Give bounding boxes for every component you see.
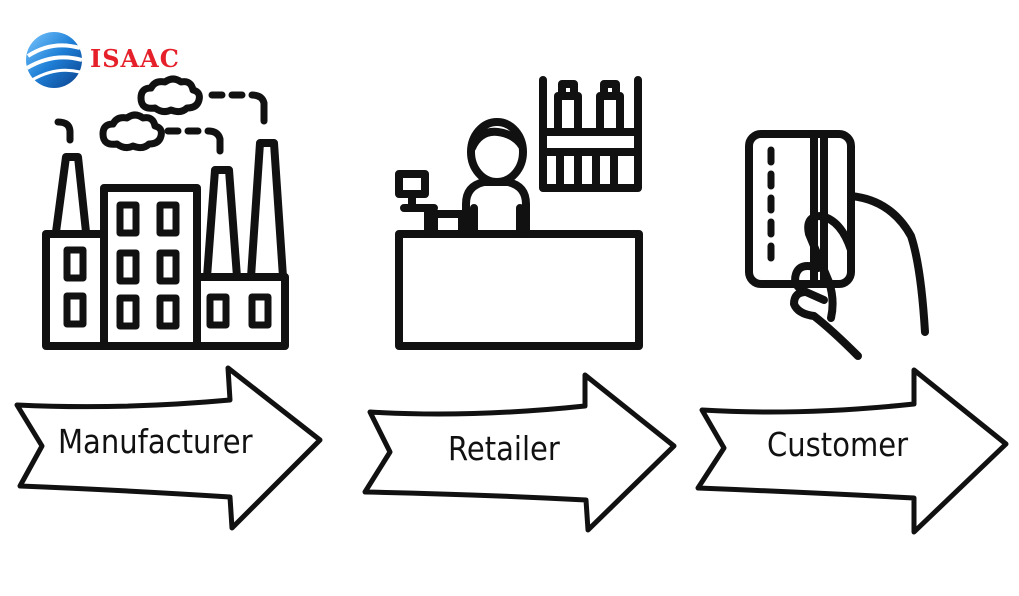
isaac-logo: ISAAC — [22, 30, 182, 92]
label-manufacturer: Manufacturer — [58, 422, 253, 461]
label-retailer: Retailer — [448, 429, 560, 468]
factory-icon — [42, 75, 289, 350]
smoke-cloud-icon — [54, 75, 268, 155]
hand-card-icon — [745, 130, 929, 360]
arrow-manufacturer — [14, 365, 323, 531]
label-customer: Customer — [767, 425, 909, 464]
arrow-retailer — [362, 372, 677, 533]
shopkeeper-counter-icon — [395, 76, 643, 350]
globe-logo-icon — [25, 32, 83, 88]
logo-text: ISAAC — [90, 44, 180, 73]
arrow-customer — [695, 367, 1009, 535]
